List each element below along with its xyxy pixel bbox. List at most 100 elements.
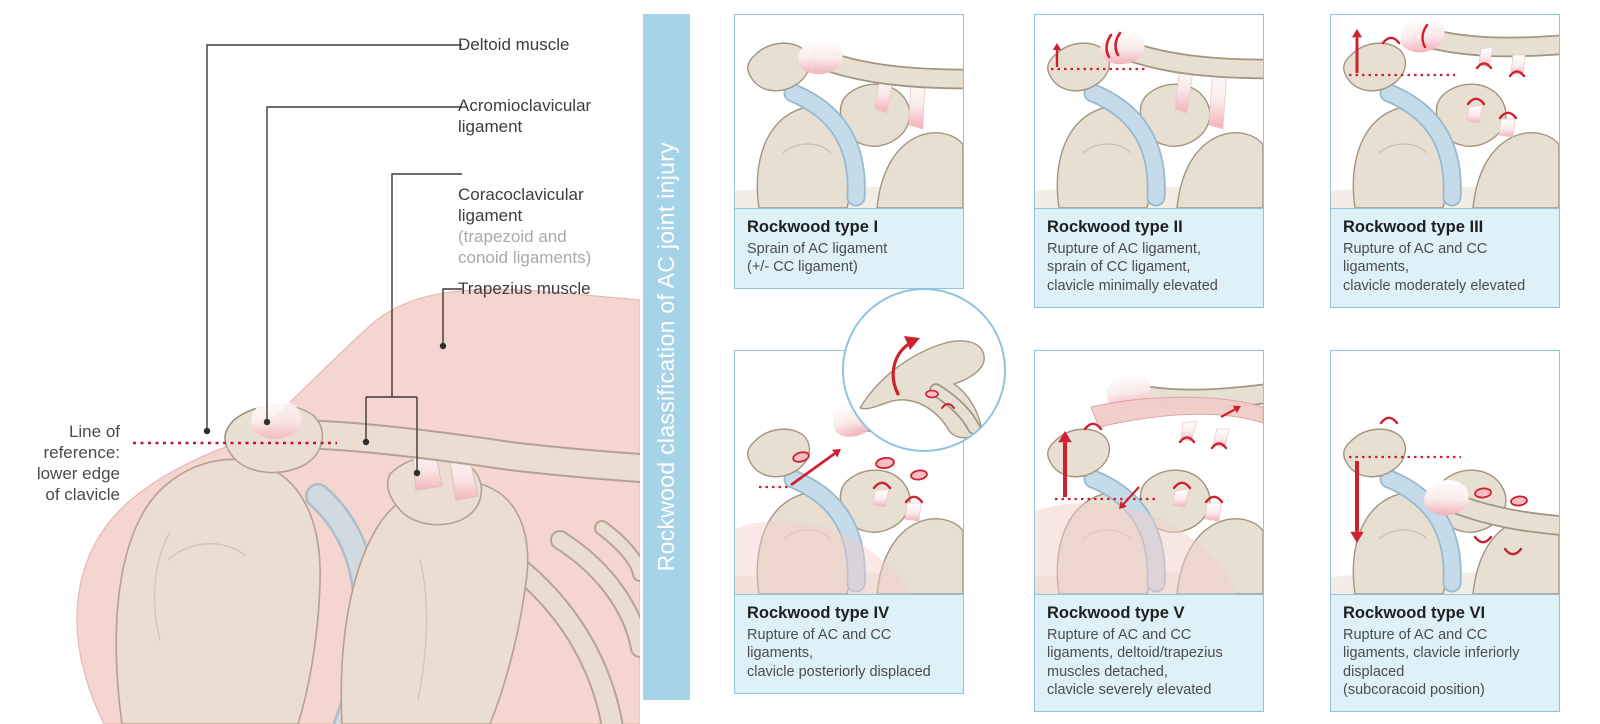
label-trapezius-muscle: Trapezius muscle	[458, 279, 591, 298]
label-acromioclavicular-ligament: Acromioclavicular ligament	[458, 96, 592, 137]
acromioclavicular-ligament	[251, 399, 302, 439]
ligament-stump	[1466, 104, 1484, 124]
scapula-bone	[1472, 132, 1559, 208]
panel-description: Rupture of AC and CC ligaments, clavicle…	[1343, 627, 1520, 699]
panel-rockwood-type-6: Rockwood type VI Rupture of AC and CC li…	[1330, 350, 1560, 712]
inferior-displacement-arrow-icon	[1350, 461, 1364, 543]
banner-title: Rockwood classification of AC joint inju…	[653, 142, 679, 572]
muscle-overlay	[1035, 502, 1235, 594]
label-coracoclavicular-sub: (trapezoid and conoid ligaments)	[458, 227, 592, 268]
illustration-type-1	[735, 38, 963, 208]
illustration-type-3	[1331, 16, 1559, 208]
panel-rockwood-type-5: Rockwood type V Rupture of AC and CC lig…	[1034, 350, 1264, 712]
caption-type-4: Rockwood type IV Rupture of AC and CC li…	[735, 594, 963, 693]
torn-ligament-end	[1474, 487, 1492, 499]
rupture-mark	[1503, 547, 1523, 556]
rupture-mark	[1498, 111, 1518, 120]
rupture-mark	[904, 495, 924, 504]
rupture-mark	[1083, 422, 1103, 431]
inset-illustration	[858, 336, 985, 439]
caption-type-2: Rockwood type II Rupture of AC ligament,…	[1035, 208, 1263, 307]
shoulder-anatomy-illustration	[76, 44, 640, 724]
classification-title-banner: Rockwood classification of AC joint inju…	[643, 14, 690, 700]
rupture-mark	[1204, 495, 1224, 504]
caption-type-3: Rockwood type III Rupture of AC and CC l…	[1331, 208, 1559, 307]
acromioclavicular-ligament	[1424, 479, 1469, 516]
label-line-of-reference: Line of reference: lower edge of clavicl…	[36, 422, 120, 505]
panel-title: Rockwood type IV	[747, 604, 890, 622]
ligament-stump	[1204, 502, 1222, 522]
rupture-mark	[872, 481, 892, 490]
panel-title: Rockwood type I	[747, 218, 879, 236]
scapula-bone	[876, 518, 963, 594]
ligament-stump	[1498, 118, 1516, 138]
rupture-mark	[1466, 97, 1486, 106]
scapula-bone	[340, 479, 529, 724]
panel-rockwood-type-3: Rockwood type III Rupture of AC and CC l…	[1330, 14, 1560, 308]
caption-type-1: Rockwood type I Sprain of AC ligament (+…	[735, 208, 963, 288]
label-deltoid-muscle: Deltoid muscle	[458, 35, 570, 54]
acromion-bone	[1047, 42, 1111, 92]
clavicle-bone	[251, 418, 640, 483]
rupture-mark	[941, 403, 955, 409]
rupture-mark	[1473, 535, 1493, 544]
acromioclavicular-ligament	[1100, 28, 1145, 65]
type-4-superior-view-inset	[842, 288, 1006, 452]
panel-description: Sprain of AC ligament (+/- CC ligament)	[747, 241, 888, 276]
muscle-overlay	[735, 520, 911, 594]
rupture-mark	[1421, 23, 1429, 49]
ligament-stump	[1180, 420, 1198, 442]
panel-title: Rockwood type II	[1047, 218, 1183, 236]
muscle-overlay-front	[77, 289, 640, 724]
panel-description: Rupture of AC ligament, sprain of CC lig…	[1047, 241, 1218, 294]
rupture-mark	[1508, 70, 1526, 78]
caption-type-6: Rockwood type VI Rupture of AC and CC li…	[1331, 594, 1559, 711]
clavicle-bone	[1100, 28, 1263, 80]
rupture-mark	[1105, 33, 1113, 59]
torn-ligament-end	[910, 469, 928, 481]
rupture-mark	[1379, 416, 1399, 425]
clavicle-superior-view	[858, 340, 985, 439]
label-pointer-lines	[206, 44, 462, 473]
posterior-displacement-arrow-icon	[790, 449, 841, 487]
rotation-arrow-icon	[891, 340, 914, 396]
illustration-type-2	[1035, 28, 1263, 208]
panel-description: Rupture of AC and CC ligaments, clavicle…	[1343, 241, 1526, 294]
panel-title: Rockwood type V	[1047, 604, 1185, 622]
acromion-bone	[1343, 428, 1407, 478]
rupture-mark	[1172, 481, 1192, 490]
panel-rockwood-type-2: Rockwood type II Rupture of AC ligament,…	[1034, 14, 1264, 308]
rupture-mark	[1210, 442, 1228, 450]
illustration-type-6	[1331, 416, 1559, 594]
elevation-arrow-icon	[1058, 431, 1072, 497]
acromion-bone	[1343, 42, 1407, 92]
acromion-bone	[1047, 428, 1111, 478]
torn-ligament-end	[925, 389, 939, 399]
muscle-retraction-arrow-icon	[1119, 486, 1140, 509]
label-coracoclavicular-ligament: Coracoclavicular ligament (trapezoid and…	[458, 163, 591, 268]
panel-description: Rupture of AC and CC ligaments, clavicle…	[747, 627, 931, 680]
scapula-bone	[1176, 132, 1263, 208]
pointer-dots	[203, 342, 447, 477]
detached-muscle-flap	[1090, 396, 1263, 428]
ligament-stump	[904, 502, 922, 522]
panel-description: Rupture of AC and CC ligaments, deltoid/…	[1047, 627, 1223, 699]
label-coracoclavicular-main: Coracoclavicular ligament	[458, 185, 584, 226]
panel-rockwood-type-1: Rockwood type I Sprain of AC ligament (+…	[734, 14, 964, 289]
torn-ligament-end	[792, 451, 810, 463]
elevation-arrow-icon	[1351, 29, 1363, 73]
ribs	[504, 520, 640, 724]
acromion-bone	[747, 428, 811, 478]
muscle-retraction-arrow-icon	[1220, 405, 1241, 418]
scapula-bone	[876, 132, 963, 208]
elevation-arrow-icon	[1052, 43, 1062, 67]
rupture-mark	[1114, 31, 1122, 57]
clavicle-bone	[798, 38, 963, 90]
caption-type-5: Rockwood type V Rupture of AC and CC lig…	[1035, 594, 1263, 711]
clavicle-bone	[1424, 479, 1559, 538]
ligament-stump	[872, 488, 890, 508]
rupture-mark	[1178, 436, 1196, 444]
acromion-bone	[747, 42, 811, 92]
torn-ligament-end	[875, 456, 895, 470]
